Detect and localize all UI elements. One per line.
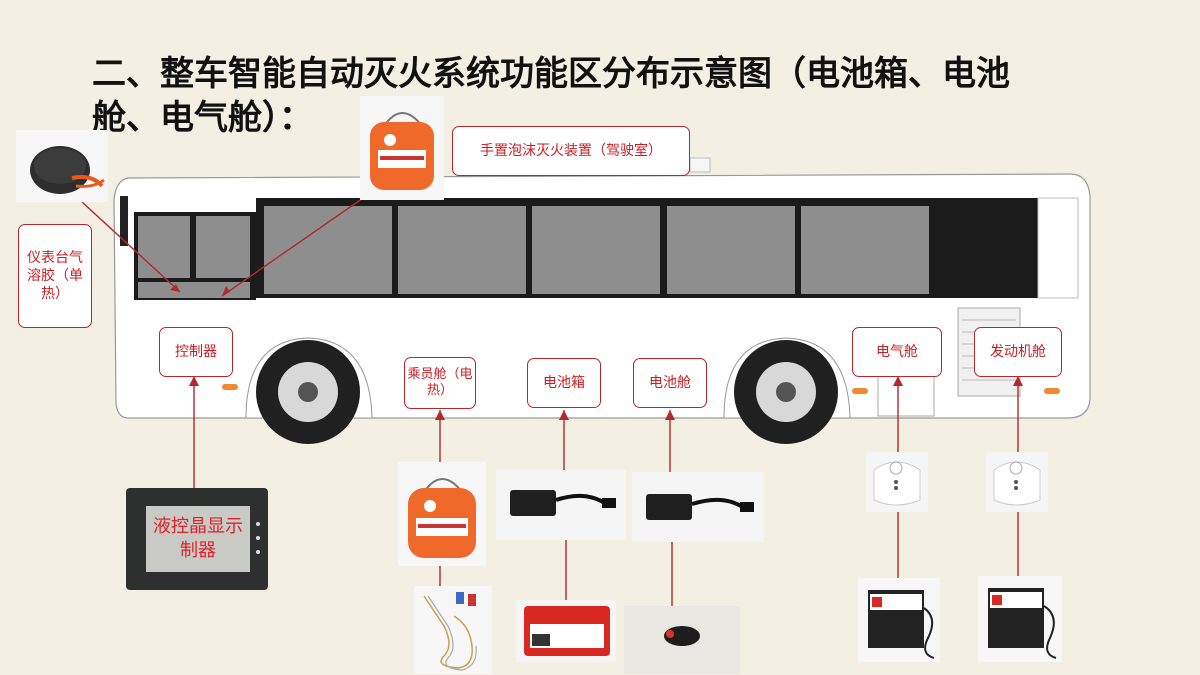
window [532, 206, 660, 294]
suppression-unit-photo-engine [978, 576, 1062, 662]
aerosol-device-photo [16, 130, 108, 202]
callout-controller: 控制器 [159, 327, 233, 377]
callout-battery-compartment: 电池舱 [633, 358, 707, 408]
battery-compartment-sensor-photo [632, 472, 764, 542]
callout-dashboard-aerosol: 仪表台气溶胶（单热） [18, 224, 92, 328]
lcd-screen-label: 液控晶显示制器 [146, 506, 250, 572]
lcd-controller-display: 液控晶显示制器 [126, 488, 268, 590]
spray-nozzle-photo [624, 606, 740, 674]
foam-extinguisher-photo-passenger [398, 462, 486, 566]
suppression-unit-photo-electrical [858, 578, 940, 662]
window [801, 206, 929, 294]
window [398, 206, 526, 294]
window [667, 206, 795, 294]
temperature-sensor-photo [414, 586, 492, 674]
callout-engine-compartment: 发动机舱 [974, 327, 1062, 377]
callout-handheld-foam: 手置泡沫灭火装置（驾驶室） [452, 126, 690, 176]
battery-controller-photo [516, 600, 616, 662]
foam-extinguisher-photo-driver [360, 96, 444, 200]
callout-passenger-compartment: 乘员舱（电热） [404, 357, 476, 409]
battery-box-sensor-photo [496, 470, 626, 540]
window [264, 206, 392, 294]
callout-electrical-compartment: 电气舱 [852, 327, 942, 377]
smoke-detector-photo-electrical [866, 452, 928, 512]
smoke-detector-photo-engine [986, 452, 1048, 512]
callout-battery-box: 电池箱 [527, 358, 601, 408]
page-title: 二、整车智能自动灭火系统功能区分布示意图（电池箱、电池舱、电气舱）： [92, 54, 1010, 138]
